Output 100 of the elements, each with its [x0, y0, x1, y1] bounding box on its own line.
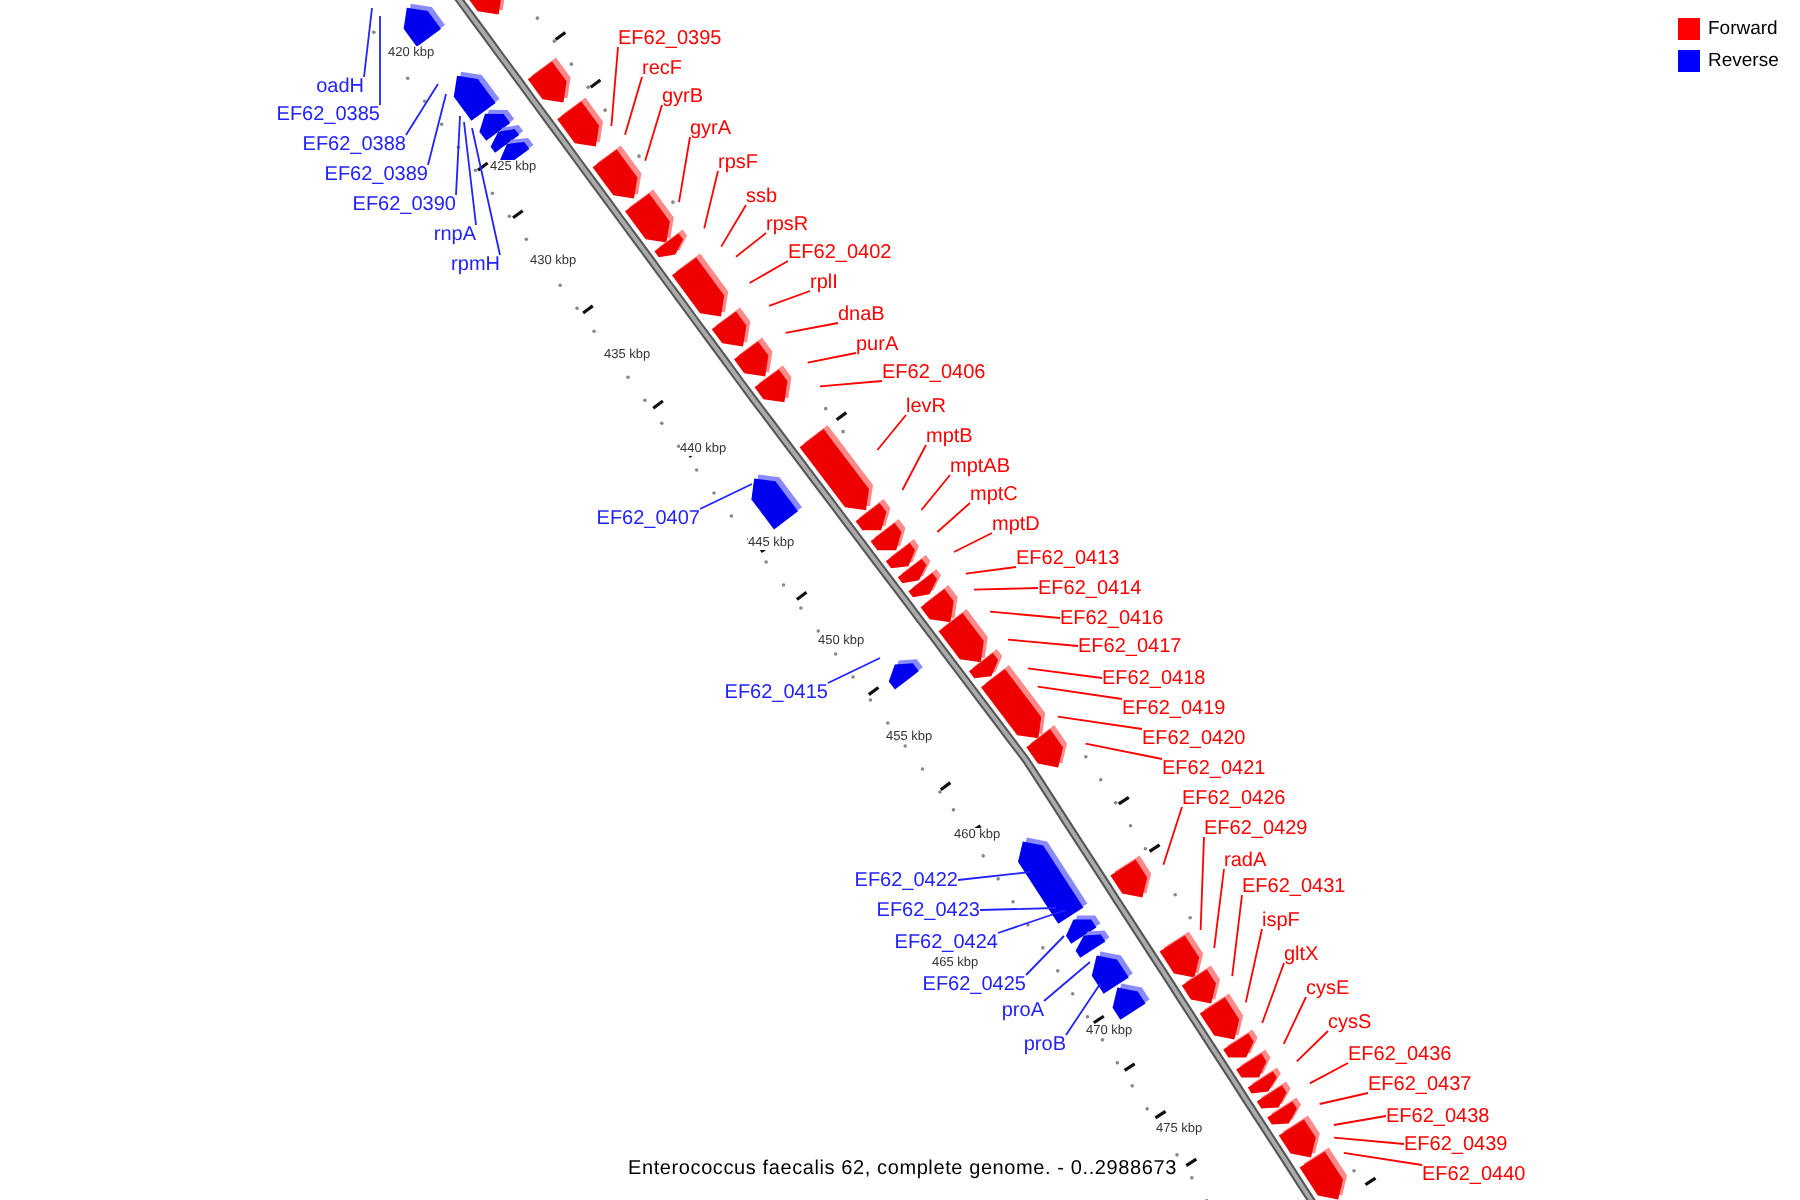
gene-label: levR	[906, 393, 947, 419]
gene-label: EF62_0418	[1102, 665, 1206, 691]
gene-label: cysE	[1306, 975, 1350, 1001]
gene-label: radA	[1224, 847, 1267, 873]
gene-label: cysS	[1328, 1009, 1372, 1035]
leader-line	[1295, 1030, 1329, 1063]
gene-label: mptD	[992, 511, 1040, 537]
gene-label: EF62_0416	[1060, 605, 1164, 631]
gene-label: EF62_0413	[1016, 545, 1120, 571]
leader-line	[1026, 667, 1103, 679]
leader-line	[678, 136, 691, 204]
leader-line	[1084, 742, 1163, 760]
gene-label: EF62_0415	[724, 679, 828, 705]
leader-line	[1065, 983, 1101, 1036]
leader-line	[1036, 685, 1123, 700]
leader-line	[405, 83, 439, 136]
gene-label: EF62_0414	[1038, 575, 1142, 601]
leader-line	[973, 587, 1039, 591]
leader-line	[1199, 836, 1205, 931]
gene-label: EF62_0402	[788, 239, 892, 265]
gene-label: EF62_0438	[1386, 1103, 1490, 1129]
gene-label: oadH	[316, 73, 364, 99]
leader-line	[979, 907, 1057, 911]
gene-label: rnpA	[433, 221, 476, 247]
leader-line	[1231, 894, 1243, 978]
leader-line	[819, 380, 883, 388]
leader-line	[748, 260, 789, 284]
gene-label: mptB	[926, 423, 973, 449]
leader-line	[1043, 961, 1091, 1002]
leader-line	[703, 170, 719, 230]
gene-label: EF62_0431	[1242, 873, 1346, 899]
leader-line	[1282, 996, 1307, 1045]
gene-label: proA	[1001, 997, 1044, 1023]
leader-line	[876, 414, 907, 451]
gene-label: EF62_0407	[596, 505, 700, 531]
gene-label: EF62_0437	[1368, 1071, 1472, 1097]
gene-label: EF62_0420	[1142, 725, 1246, 751]
gene-label: mptC	[970, 481, 1018, 507]
leader-line	[997, 909, 1067, 934]
leader-line	[989, 610, 1061, 619]
leader-line	[1342, 1151, 1423, 1166]
leader-line	[1244, 928, 1263, 1004]
leader-line	[644, 104, 663, 162]
leader-line	[920, 474, 951, 511]
leader-line	[471, 127, 501, 256]
gene-label: EF62_0419	[1122, 695, 1226, 721]
gene-label: purA	[856, 331, 899, 357]
gene-label: rpmH	[451, 251, 500, 277]
gene-label: EF62_0436	[1348, 1041, 1452, 1067]
gene-label: EF62_0388	[302, 131, 406, 157]
gene-label: ispF	[1262, 907, 1300, 933]
gene-label: EF62_0395	[618, 25, 722, 51]
leader-line	[455, 115, 461, 196]
leader-line	[957, 871, 1031, 881]
leader-line	[1261, 962, 1285, 1024]
gene-label: rplI	[810, 269, 838, 295]
leader-line	[964, 566, 1017, 575]
leader-line	[1318, 1092, 1369, 1105]
gene-label: rpsF	[718, 149, 758, 175]
gene-label: proB	[1023, 1031, 1066, 1057]
gene-label: EF62_0429	[1204, 815, 1308, 841]
leader-line	[427, 93, 447, 166]
leader-line	[1332, 1115, 1387, 1126]
leader-line	[720, 204, 747, 248]
leader-line	[699, 483, 753, 510]
gene-label: rpsR	[766, 211, 809, 237]
leader-line	[1308, 1062, 1349, 1085]
leader-line	[1056, 715, 1143, 730]
leader-line	[936, 502, 971, 533]
leader-line	[379, 15, 381, 106]
gene-label: EF62_0417	[1078, 633, 1182, 659]
legend-label: Reverse	[1708, 50, 1779, 74]
gene-label: EF62_0426	[1182, 785, 1286, 811]
gene-label: EF62_0406	[882, 359, 986, 385]
gene-label: EF62_0423	[876, 897, 980, 923]
gene-label: EF62_0439	[1404, 1131, 1508, 1157]
leader-line	[901, 444, 927, 491]
gene-label: dnaB	[838, 301, 885, 327]
leader-line	[610, 46, 619, 127]
leader-line	[624, 76, 643, 136]
leader-line	[1162, 806, 1183, 866]
legend-label: Forward	[1708, 18, 1778, 42]
leader-line	[768, 290, 811, 307]
leader-line	[784, 322, 839, 334]
gene-label: gltX	[1284, 941, 1319, 967]
gene-label: EF62_0389	[324, 161, 428, 187]
gene-label: ssb	[746, 183, 778, 209]
leader-line	[1007, 638, 1079, 647]
gene-label: EF62_0440	[1422, 1161, 1526, 1187]
leader-line	[735, 232, 767, 258]
caption: Enterococcus faecalis 62, complete genome. - 0..2988673	[628, 1158, 1177, 1182]
leader-line	[1333, 1136, 1405, 1145]
leader-line	[827, 657, 881, 684]
gene-label: EF62_0425	[922, 971, 1026, 997]
gene-label: recF	[642, 55, 682, 81]
leader-line	[806, 352, 857, 364]
leader-line	[1213, 868, 1225, 950]
gene-label: EF62_0385	[276, 101, 380, 127]
gene-label: EF62_0421	[1162, 755, 1266, 781]
leader-line	[953, 532, 993, 553]
